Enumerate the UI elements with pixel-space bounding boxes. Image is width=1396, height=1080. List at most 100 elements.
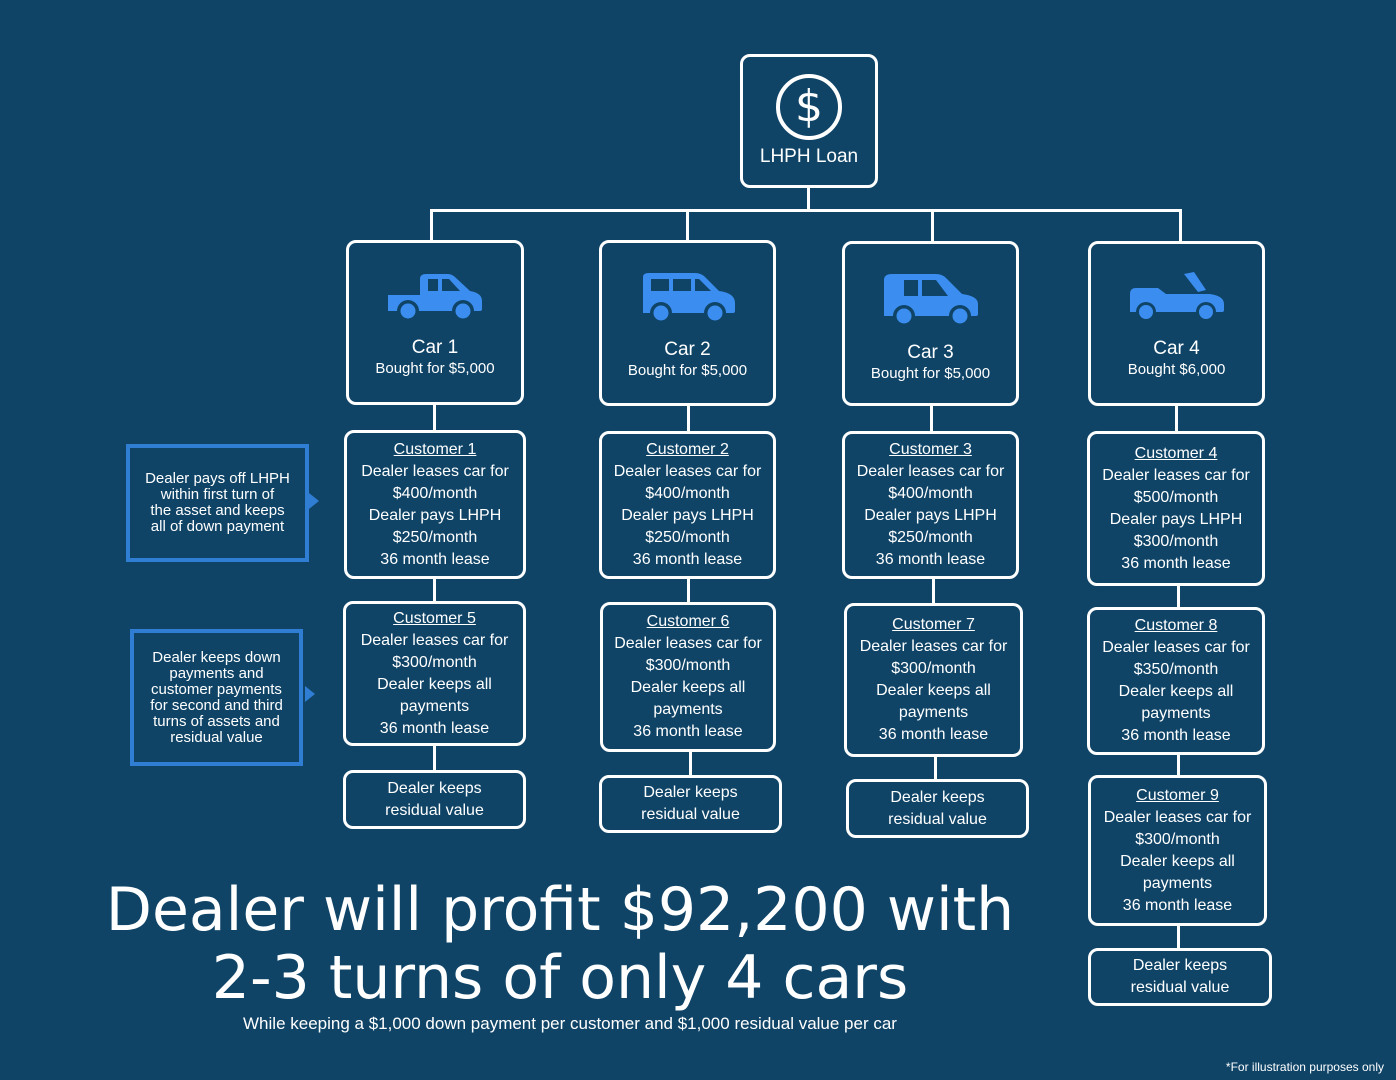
dollar-circle-icon: $ [776, 74, 842, 140]
customer-line: payments [1142, 874, 1213, 892]
customer-line: Dealer leases car for [859, 638, 1008, 655]
footnote: *For illustration purposes only [1225, 1060, 1384, 1074]
customer-7-node: Customer 7 Dealer leases car for $300/mo… [844, 603, 1023, 757]
customer-line: 36 month lease [380, 550, 490, 568]
connector-col3-a [930, 405, 933, 433]
customer-line: Dealer leases car for [1102, 639, 1250, 656]
customer-name: Customer 8 [1134, 617, 1218, 634]
customer-line: $300/month [891, 660, 976, 677]
note-line: Dealer pays off LHPH [145, 470, 290, 487]
connector-col3-c [934, 755, 937, 780]
connector-col1-a [433, 404, 436, 432]
customer-name: Customer 4 [1134, 444, 1218, 462]
customer-8-node: Customer 8 Dealer leases car for $350/mo… [1087, 607, 1265, 755]
car-title: Car 2 [664, 339, 711, 360]
customer-line: $300/month [1135, 830, 1220, 848]
car-1-node: Car 1 Bought for $5,000 [346, 240, 524, 405]
customer-line: 36 month lease [1121, 727, 1231, 744]
customer-line: $500/month [1133, 488, 1219, 506]
customer-1-node: Customer 1 Dealer leases car for $400/mo… [344, 430, 526, 579]
residual-value-node: Dealer keeps residual value [343, 770, 526, 829]
customer-line: 36 month lease [1121, 554, 1231, 572]
customer-line: Dealer pays LHPH [1109, 510, 1243, 528]
connector-col4-b [1177, 584, 1180, 609]
customer-line: $250/month [888, 529, 973, 546]
note-line: Dealer keeps down [152, 648, 281, 666]
customer-3-node: Customer 3 Dealer leases car for $400/mo… [842, 431, 1019, 579]
residual-value-node: Dealer keeps residual value [846, 779, 1029, 838]
customer-line: 36 month lease [878, 726, 989, 743]
suv-icon [642, 273, 735, 324]
customer-line: 36 month lease [633, 723, 743, 740]
customer-line: $400/month [392, 484, 478, 502]
customer-line: 36 month lease [875, 551, 986, 568]
car-subtitle: Bought for $5,000 [627, 362, 748, 379]
note-line: residual value [170, 728, 263, 746]
car-subtitle: Bought for $5,000 [375, 360, 495, 377]
customer-name: Customer 9 [1136, 786, 1219, 804]
residual-line: Dealer keeps [1132, 957, 1228, 974]
headline: Dealer will profit $92,200 with 2-3 turn… [100, 876, 1020, 1012]
customer-line: payments [898, 704, 969, 721]
customer-line: $250/month [392, 528, 478, 546]
customer-name: Customer 2 [646, 441, 729, 458]
note-line: customer payments [151, 680, 282, 698]
connector-col2-b [687, 577, 690, 604]
note-line: the asset and keeps [150, 502, 285, 519]
residual-value-node: Dealer keeps residual value [599, 775, 782, 833]
customer-name: Customer 1 [393, 440, 477, 458]
convertible-icon [1129, 272, 1224, 322]
customer-name: Customer 6 [646, 613, 730, 630]
customer-line: $400/month [888, 485, 973, 502]
note-line: for second and third [150, 696, 283, 714]
note-first-turn-arrow [309, 493, 319, 509]
customer-line: Dealer leases car for [1102, 466, 1250, 484]
connector-car2 [686, 209, 689, 241]
residual-line: residual value [385, 801, 484, 819]
customer-name: Customer 3 [889, 441, 972, 458]
connector-root-down [807, 187, 810, 211]
customer-line: 36 month lease [632, 551, 743, 568]
customer-line: Dealer pays LHPH [864, 507, 997, 524]
note-later-turns: Dealer keeps down payments and customer … [130, 629, 303, 766]
connector-col1-b [433, 577, 436, 603]
customer-line: 36 month lease [379, 719, 490, 737]
lhph-loan-node: $ LHPH Loan [740, 54, 878, 188]
lhph-loan-label: LHPH Loan [759, 146, 859, 167]
customer-line: Dealer leases car for [614, 635, 762, 652]
customer-line: Dealer keeps all [876, 682, 991, 699]
customer-line: Dealer leases car for [360, 631, 509, 649]
connector-col3-b [932, 577, 935, 605]
customer-line: $400/month [645, 485, 730, 502]
customer-name: Customer 5 [393, 609, 476, 627]
connector-car1 [430, 209, 433, 241]
customer-line: Dealer leases car for [1103, 808, 1252, 826]
subline: While keeping a $1,000 down payment per … [243, 1014, 897, 1033]
customer-line: $300/month [392, 653, 477, 671]
customer-line: 36 month lease [1122, 896, 1233, 914]
customer-4-node: Customer 4 Dealer leases car for $500/mo… [1087, 431, 1265, 586]
residual-value-node: Dealer keeps residual value [1088, 948, 1272, 1006]
note-line: all of down payment [150, 518, 285, 535]
car-title: Car 3 [907, 342, 954, 363]
headline-line-2: 2-3 turns of only 4 cars [211, 943, 909, 1013]
van-icon [883, 274, 978, 327]
pickup-truck-icon [388, 274, 482, 322]
note-line: turns of assets and [153, 712, 280, 730]
connector-car4 [1179, 209, 1182, 242]
customer-5-node: Customer 5 Dealer leases car for $300/mo… [343, 601, 526, 746]
residual-line: residual value [1130, 979, 1230, 996]
customer-line: $300/month [645, 657, 731, 674]
note-later-turns-arrow [305, 686, 315, 702]
customer-name: Customer 7 [892, 616, 975, 633]
connector-col2-a [687, 405, 690, 433]
customer-line: Dealer keeps all [1118, 683, 1234, 700]
customer-line: payments [653, 701, 723, 718]
customer-line: payments [1141, 705, 1211, 722]
car-subtitle: Bought for $5,000 [870, 365, 991, 382]
customer-9-node: Customer 9 Dealer leases car for $300/mo… [1088, 775, 1267, 926]
headline-line-1: Dealer will profit $92,200 with [105, 875, 1015, 945]
car-3-node: Car 3 Bought for $5,000 [842, 241, 1019, 406]
connector-col4-c [1177, 753, 1180, 777]
customer-line: Dealer keeps all [1120, 852, 1235, 870]
